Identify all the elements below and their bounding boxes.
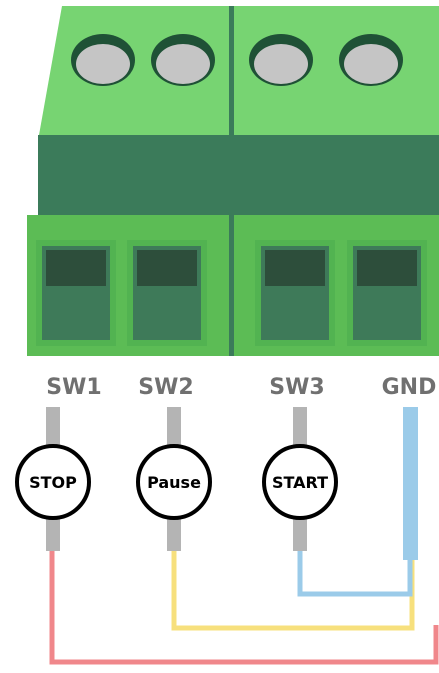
wire-yellow — [171, 551, 415, 631]
screw-head — [156, 44, 210, 84]
screw-4 — [339, 34, 403, 86]
wires — [49, 551, 439, 665]
pin-sw2-top — [167, 407, 181, 449]
button-label: STOP — [29, 473, 77, 492]
gnd-wire-bar — [403, 407, 418, 560]
screw-head — [344, 44, 398, 84]
slot-clamp — [265, 250, 325, 286]
terminal-label-gnd: GND — [382, 375, 437, 400]
terminal-label-sw1: SW1 — [46, 375, 101, 400]
slot-2 — [127, 240, 207, 346]
slot-clamp — [46, 250, 106, 286]
block-middle-face — [38, 135, 439, 217]
screw-1 — [71, 34, 135, 86]
slot-clamp — [357, 250, 417, 286]
button-pins — [46, 407, 307, 551]
slot-3 — [255, 240, 335, 346]
pause-button: Pause — [136, 444, 212, 520]
pin-sw3-top — [293, 407, 307, 449]
button-circle — [262, 444, 338, 520]
button-circle — [15, 444, 91, 520]
terminal-block — [27, 6, 439, 356]
button-label: Pause — [147, 473, 201, 492]
slot-1 — [36, 240, 116, 346]
screw-head — [254, 44, 308, 84]
pin-sw2-bottom — [167, 515, 181, 551]
block-top-face — [39, 6, 439, 135]
block-divider — [229, 6, 234, 356]
screw-3 — [249, 34, 313, 86]
pin-sw3-bottom — [293, 515, 307, 551]
button-label: START — [272, 473, 328, 492]
screw-head — [76, 44, 130, 84]
wire-blue — [297, 551, 413, 597]
pin-sw1-top — [46, 407, 60, 449]
terminal-label-sw2: SW2 — [138, 375, 193, 400]
slot-clamp — [137, 250, 197, 286]
terminal-label-sw3: SW3 — [269, 375, 324, 400]
screw-2 — [151, 34, 215, 86]
pin-sw1-bottom — [46, 515, 60, 551]
slot-4 — [347, 240, 427, 346]
button-circle — [136, 444, 212, 520]
wire-red — [49, 551, 439, 665]
start-button: START — [262, 444, 338, 520]
stop-button: STOP — [15, 444, 91, 520]
